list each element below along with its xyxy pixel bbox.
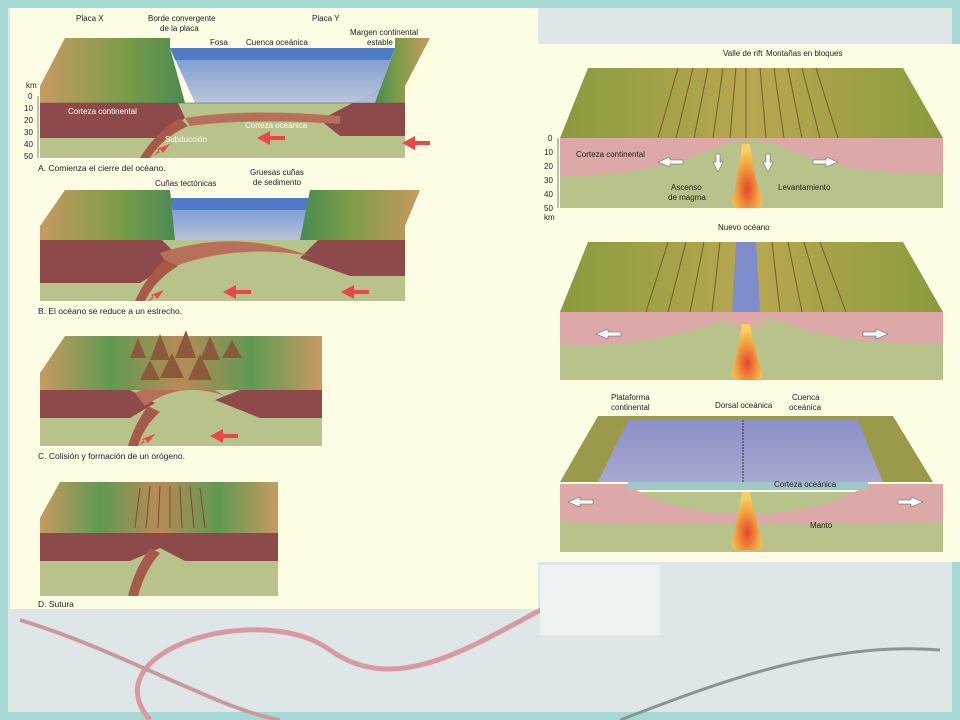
diagram-c-collision: C. Colisión y formación de un orógeno. <box>38 330 322 461</box>
label-borde-1: Borde convergente <box>148 14 216 23</box>
fault-blocks-r1 <box>657 67 839 139</box>
ocean-closure-diagram: km 0 10 20 30 40 50 Placa X Borde conver… <box>24 14 430 609</box>
label-margen-2: estable <box>367 38 393 47</box>
diagram-b-narrow-sea: Cuñas tectónicas Gruesas cuñas de sedime… <box>38 168 420 316</box>
label-valle-rift: Valle de rift <box>723 49 763 58</box>
label-placa-y: Placa Y <box>312 14 340 23</box>
label-dorsal-oceanica: Dorsal oceánica <box>715 401 773 410</box>
label-ascenso-2: de magma <box>668 193 706 202</box>
svg-text:40: 40 <box>544 190 553 199</box>
km-label-a: km <box>26 81 37 90</box>
label-plataforma-1: Plataforma <box>611 393 650 402</box>
diagram-r1-rift-valley: Valle de rift Montañas en bloques 0 10 2… <box>544 49 943 222</box>
label-gruesas-1: Gruesas cuñas <box>250 168 304 177</box>
caption-c: C. Colisión y formación de un orógeno. <box>38 451 185 461</box>
label-cuenca-2: oceánica <box>789 403 822 412</box>
label-manto: Manto <box>810 521 833 530</box>
svg-text:10: 10 <box>24 104 33 113</box>
label-plataforma-2: continental <box>611 403 650 412</box>
label-cuenca-1: Cuenca <box>792 393 820 402</box>
label-cuenca-oceanica: Cuenca oceánica <box>246 38 308 47</box>
label-montanas-bloques: Montañas en bloques <box>766 49 843 58</box>
svg-text:20: 20 <box>544 162 553 171</box>
label-gruesas-2: de sedimento <box>253 178 302 187</box>
svg-text:0: 0 <box>548 134 553 143</box>
label-levantamiento: Levantamiento <box>778 183 831 192</box>
label-borde-2: de la placa <box>160 24 199 33</box>
left-panel-ocean-closure: km 0 10 20 30 40 50 Placa X Borde conver… <box>10 8 538 609</box>
svg-text:10: 10 <box>544 148 553 157</box>
diagram-a-ocean-closing: km 0 10 20 30 40 50 Placa X Borde conver… <box>24 14 430 173</box>
caption-a: A. Comienza el cierre del océano. <box>38 163 166 173</box>
ocean-opening-diagram: Valle de rift Montañas en bloques 0 10 2… <box>544 49 943 552</box>
right-panel-ocean-opening: Valle de rift Montañas en bloques 0 10 2… <box>538 44 960 562</box>
caption-d: D. Sutura <box>38 599 74 609</box>
label-margen-1: Margen continental <box>350 28 418 37</box>
label-placa-x: Placa X <box>76 14 104 23</box>
diagram-r3-ocean-basin: Plataforma continental Dorsal oceánica C… <box>560 393 943 552</box>
svg-text:20: 20 <box>24 116 33 125</box>
km-label-r1: km <box>544 213 555 222</box>
caption-b: B. El océano se reduce a un estrecho. <box>38 306 182 316</box>
svg-text:50: 50 <box>544 204 553 213</box>
svg-text:40: 40 <box>24 140 33 149</box>
label-corteza-oceanica-r3: Corteza oceánica <box>774 480 837 489</box>
depth-scale-r1: 0 10 20 30 40 50 km <box>544 134 559 222</box>
label-nuevo-oceano: Nuevo océano <box>718 223 770 232</box>
svg-text:50: 50 <box>24 152 33 161</box>
label-cunas-tectonicas: Cuñas tectónicas <box>155 179 216 188</box>
label-ascenso-1: Ascenso <box>671 183 702 192</box>
diagram-d-suture: D. Sutura <box>38 482 278 609</box>
svg-text:30: 30 <box>24 128 33 137</box>
mountain-peaks-c <box>130 330 242 380</box>
diagram-r2-new-ocean: Nuevo océano <box>560 223 943 380</box>
fault-blocks-r2 <box>645 241 847 313</box>
depth-scale-a: 0 10 20 30 40 50 <box>24 92 39 161</box>
label-subduccion: Subducción <box>165 135 207 144</box>
label-corteza-continental-r1: Corteza continental <box>576 150 645 159</box>
label-corteza-continental: Corteza continental <box>68 107 137 116</box>
svg-text:0: 0 <box>28 92 33 101</box>
eroded-mountains-d <box>134 485 206 529</box>
label-fosa: Fosa <box>210 38 228 47</box>
label-corteza-oceanica: Corteza oceánica <box>245 121 308 130</box>
svg-text:30: 30 <box>544 176 553 185</box>
